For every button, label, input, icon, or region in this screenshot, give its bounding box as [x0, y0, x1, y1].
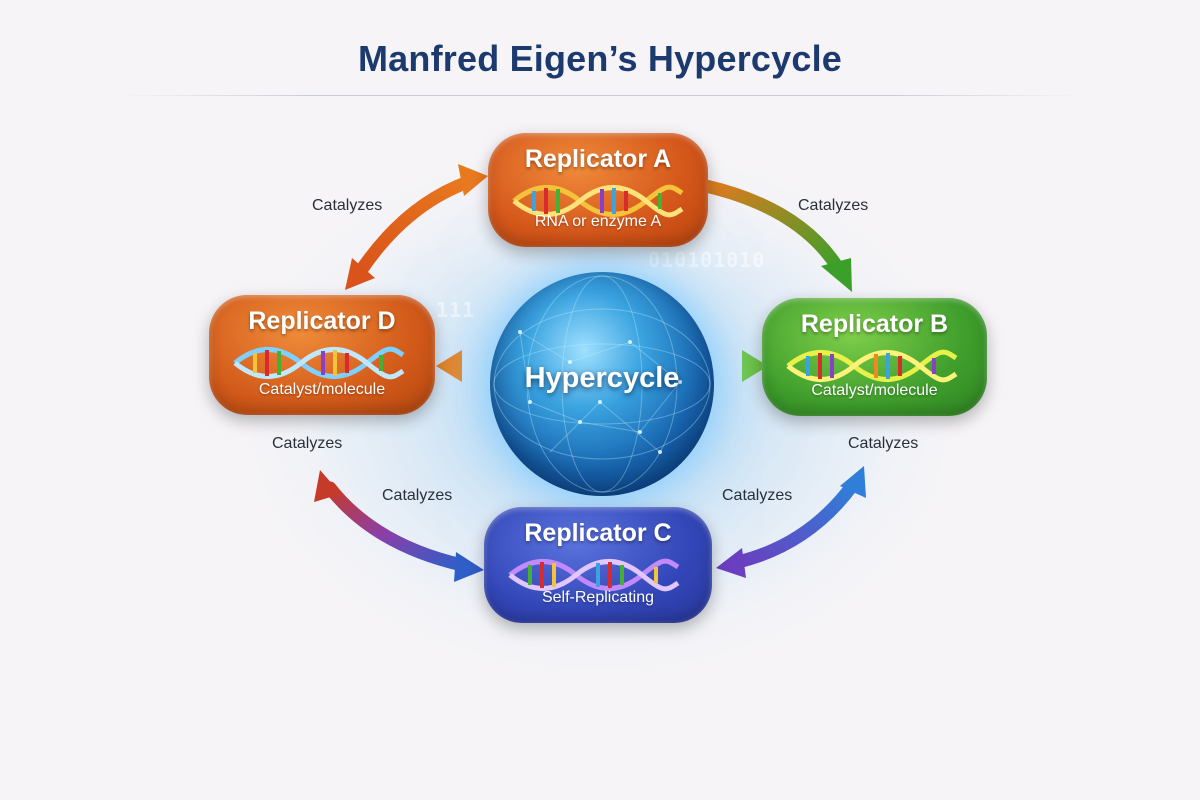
replicator-a-node: Replicator A RNA or enzyme A: [488, 133, 708, 247]
replicator-b-node: Replicator B Catalyst/molecule: [762, 298, 987, 416]
arrowhead-at-b-below: [840, 466, 866, 498]
edge-label-b-c: Catalyzes: [722, 487, 793, 504]
dna-helix-icon: [508, 558, 680, 592]
diagram-title: Manfred Eigen’s Hypercycle: [357, 38, 843, 79]
arrowhead-at-a: [458, 164, 488, 196]
hypercycle-label: Hypercycle: [524, 362, 680, 394]
hypercycle-sphere: Hypercycle: [490, 272, 714, 496]
arrow-d-to-c: [323, 481, 469, 572]
replicator-b-title: Replicator B: [800, 310, 949, 338]
replicator-a-title: Replicator A: [524, 145, 672, 173]
arrowhead-at-d-right: [436, 350, 462, 382]
dna-helix-icon: [233, 346, 405, 380]
dna-helix-icon: [786, 349, 958, 383]
replicator-c-node: Replicator C Self-Replicating: [484, 507, 712, 623]
edge-label-d-a: Catalyzes: [312, 197, 383, 214]
arrowhead-at-d-below: [314, 470, 341, 502]
arrowhead-at-c-right: [716, 548, 746, 578]
replicator-d-title: Replicator D: [248, 307, 396, 335]
title-divider: [120, 95, 1080, 96]
edge-label-d-c: Catalyzes: [382, 487, 453, 504]
edge-label-b-below: Catalyzes: [848, 435, 919, 452]
network-pattern: [493, 275, 711, 493]
edge-label-d-below: Catalyzes: [272, 435, 343, 452]
replicator-d-subtitle: Catalyst/molecule: [258, 381, 386, 398]
binary-decoration-left: 111: [436, 298, 476, 322]
arrow-b-to-c: [731, 479, 859, 569]
replicator-d-node: Replicator D Catalyst/molecule: [209, 295, 435, 415]
arrowhead-at-c-left: [454, 552, 484, 582]
arrowhead-at-d: [345, 258, 375, 290]
binary-decoration-top: 010101010: [648, 248, 766, 272]
replicator-b-subtitle: Catalyst/molecule: [811, 382, 938, 399]
replicator-a-subtitle: RNA or enzyme A: [534, 213, 662, 230]
arrow-a-to-b: [699, 179, 845, 275]
arrow-d-to-a: [353, 175, 475, 279]
arrowhead-a-to-b: [821, 258, 852, 292]
edge-label-a-b: Catalyzes: [798, 197, 869, 214]
replicator-c-title: Replicator C: [524, 519, 672, 547]
dna-helix-icon: [512, 184, 684, 218]
arrowhead-at-b-left: [742, 350, 768, 382]
replicator-c-subtitle: Self-Replicating: [541, 589, 655, 606]
